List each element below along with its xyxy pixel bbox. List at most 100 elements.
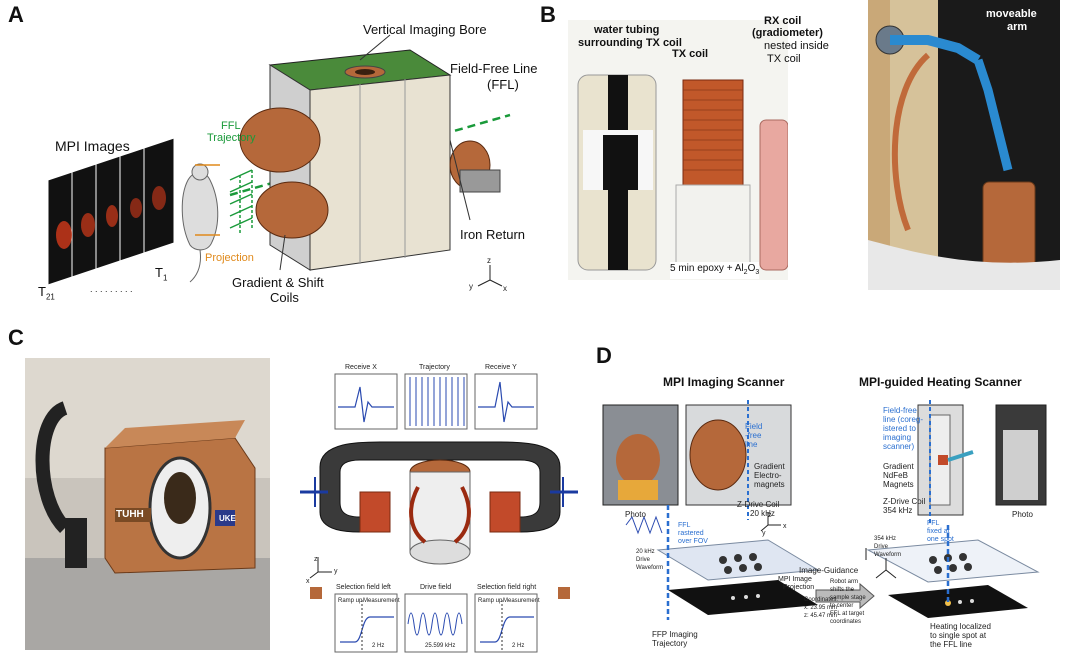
label-rx-1: RX coil bbox=[764, 15, 802, 27]
label-rx-3: nested inside bbox=[764, 40, 829, 52]
label-vertical-bore: Vertical Imaging Bore bbox=[363, 22, 487, 37]
label-measurement-2: Measurement bbox=[503, 598, 540, 604]
label-sel-left: Selection field left bbox=[336, 584, 391, 591]
label-d-ffp-2: Trajectory bbox=[652, 639, 688, 648]
label-d-coords-3: z: 45.47 mm bbox=[804, 613, 838, 619]
axis-a-z: z bbox=[487, 256, 491, 265]
axis-d-y: y bbox=[762, 530, 766, 537]
label-iron-return: Iron Return bbox=[460, 227, 526, 242]
label-d-heating-2: to single spot at bbox=[930, 631, 987, 640]
panel-d-label: D bbox=[596, 343, 612, 368]
label-d-drive-2: Drive bbox=[636, 557, 651, 563]
axis-c-z: z bbox=[314, 556, 318, 563]
title-heating-scanner: MPI-guided Heating Scanner bbox=[859, 375, 1022, 389]
mouse-illustration bbox=[181, 163, 219, 283]
label-d-photo-left: Photo bbox=[625, 510, 646, 519]
label-uke: UKE bbox=[219, 514, 236, 523]
label-ramp-up: Ramp up bbox=[338, 598, 363, 604]
label-d-hffl-3: istered to bbox=[883, 424, 916, 433]
label-d-grad-2: Electro- bbox=[754, 471, 782, 480]
label-d-robot-5: FFL at target bbox=[830, 611, 865, 617]
label-d-guidance: Image-Guidance bbox=[799, 566, 859, 575]
leader-bore bbox=[359, 34, 391, 61]
panel-b-arm-photo bbox=[868, 0, 1060, 290]
axis-c-x: x bbox=[306, 578, 310, 585]
label-freq-left: 2 Hz bbox=[372, 643, 385, 649]
label-d-drive-1: 20 kHz bbox=[636, 549, 655, 555]
label-d-hffl-2: line (coreg- bbox=[883, 415, 924, 424]
label-d-robot-4: to center bbox=[830, 603, 854, 609]
label-d-coords-2: x: 23.95 mm bbox=[804, 605, 838, 611]
axis-d-x: x bbox=[783, 523, 787, 530]
label-ffl-traj-1: FFL bbox=[221, 120, 241, 132]
label-d-proj-2: Projection bbox=[783, 584, 815, 591]
label-d-hgrad-3: Magnets bbox=[883, 480, 914, 489]
label-arm-1: moveable bbox=[986, 8, 1037, 20]
label-d-raster-3: over FOV bbox=[678, 538, 708, 545]
axis-a-y: y bbox=[469, 282, 473, 291]
label-receive-x: Receive X bbox=[345, 364, 377, 371]
panel-c-label: C bbox=[8, 325, 24, 350]
label-freq-right: 2 Hz bbox=[512, 643, 525, 649]
label-d-robot-3: sample stage bbox=[830, 595, 866, 601]
label-tx-coil: TX coil bbox=[672, 48, 709, 60]
leader-gradient bbox=[279, 234, 286, 271]
label-d-heating-1: Heating localized bbox=[930, 622, 991, 631]
panel-c-photo bbox=[25, 358, 270, 650]
label-d-zdrive-2: 20 kHz bbox=[750, 509, 775, 518]
label-d-robot-1: Robot arm bbox=[830, 579, 859, 585]
label-d-drive-3: Waveform bbox=[636, 565, 664, 571]
label-d-hffl-5: scanner) bbox=[883, 442, 915, 451]
label-d-ffl-3: line bbox=[745, 440, 758, 449]
panel-b-coil-photo bbox=[568, 20, 788, 280]
panel-a-figure: . . . . . . . . . bbox=[47, 34, 511, 294]
label-d-hdrive-1: 354 kHz bbox=[874, 536, 897, 542]
panel-d-figure bbox=[602, 400, 1047, 620]
axis-triad-a bbox=[477, 265, 503, 287]
axis-d-z: z bbox=[768, 512, 772, 519]
title-imaging-scanner: MPI Imaging Scanner bbox=[663, 375, 785, 389]
svg-text:. . . . . . . . .: . . . . . . . . . bbox=[90, 284, 133, 294]
label-d-hdrive-2: Drive bbox=[874, 544, 889, 550]
label-d-hgrad-2: NdFeB bbox=[883, 471, 908, 480]
label-rx-2: (gradiometer) bbox=[752, 27, 823, 39]
label-d-hzdrive-1: Z-Drive Coil bbox=[883, 497, 926, 506]
label-d-grad-1: Gradient bbox=[754, 462, 785, 471]
label-ffl-abbr: (FFL) bbox=[487, 77, 519, 92]
label-d-raster-2: rastered bbox=[678, 530, 704, 537]
label-measurement: Measurement bbox=[363, 598, 400, 604]
axis-a-x: x bbox=[503, 284, 507, 293]
mpi-scanner-body bbox=[239, 49, 501, 271]
label-freq-drive: 25.599 kHz bbox=[425, 643, 456, 649]
label-d-fixed-1: FFL bbox=[927, 520, 940, 527]
mpi-image-stack bbox=[47, 137, 175, 286]
label-ffl: Field-Free Line bbox=[450, 61, 538, 76]
label-d-ffl-1: Field bbox=[745, 422, 763, 431]
label-d-hffl-4: imaging bbox=[883, 433, 912, 442]
label-sel-right: Selection field right bbox=[477, 584, 537, 591]
label-drive-field: Drive field bbox=[420, 584, 452, 591]
label-receive-y: Receive Y bbox=[485, 364, 517, 371]
label-projection: Projection bbox=[205, 252, 254, 264]
label-d-hzdrive-2: 354 kHz bbox=[883, 506, 913, 515]
label-d-heating-3: the FFL line bbox=[930, 640, 972, 649]
label-gradient-2: Coils bbox=[270, 290, 299, 305]
leader-iron bbox=[449, 139, 471, 221]
label-d-proj-1: MPI Image bbox=[778, 576, 812, 583]
label-d-hdrive-3: Waveform bbox=[874, 552, 902, 558]
label-d-fixed-2: fixed at bbox=[927, 528, 950, 535]
label-epoxy: 5 min epoxy + Al2O3 bbox=[670, 262, 760, 279]
label-ramp-up-2: Ramp up bbox=[478, 598, 503, 604]
label-d-ffl-2: -free bbox=[745, 431, 762, 440]
label-water-2: surrounding TX coil bbox=[578, 37, 682, 49]
label-tuhh: TUHH bbox=[116, 509, 144, 520]
label-d-photo-right: Photo bbox=[1012, 510, 1033, 519]
panel-c-schematic bbox=[300, 373, 578, 653]
label-d-robot-2: shifts the bbox=[830, 587, 855, 593]
label-d-robot-6: coordinates bbox=[830, 619, 862, 625]
label-d-fixed-3: one spot bbox=[927, 536, 954, 543]
label-rx-4: TX coil bbox=[767, 53, 801, 65]
label-t1: T1 bbox=[155, 265, 168, 283]
panel-b-label: B bbox=[540, 2, 556, 27]
panel-a-label: A bbox=[8, 2, 24, 27]
